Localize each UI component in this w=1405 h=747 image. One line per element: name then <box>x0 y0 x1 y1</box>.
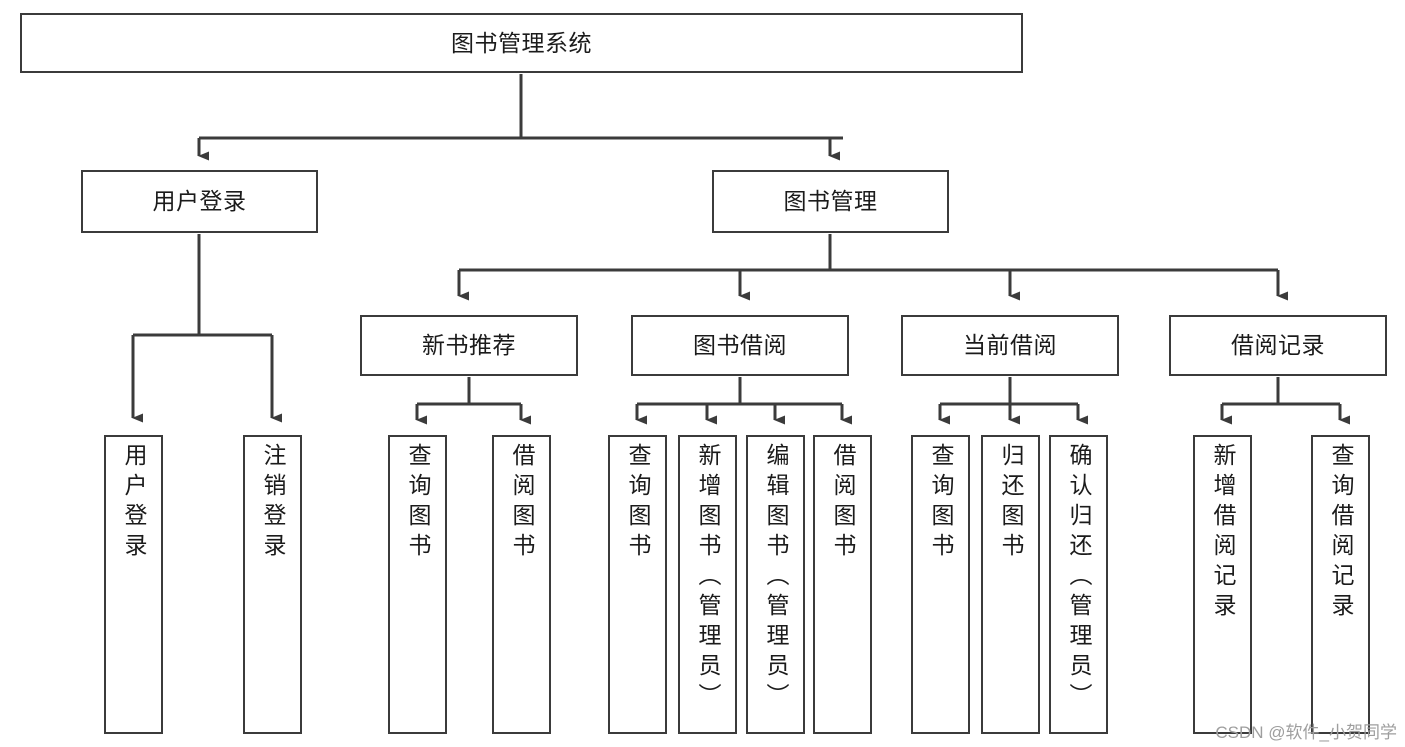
node-label: 新书推荐 <box>422 332 516 359</box>
leaf-new-book-query-book[interactable]: 查询图书 <box>388 435 447 734</box>
leaf-book-borrow-add-book-admin[interactable]: 新增图书（管理员） <box>678 435 737 734</box>
node-label: 注销登录 <box>260 443 286 563</box>
leaf-current-borrow-return-book[interactable]: 归还图书 <box>981 435 1040 734</box>
leaf-book-borrow-borrow-book[interactable]: 借阅图书 <box>813 435 872 734</box>
leaf-user-login-login[interactable]: 用户登录 <box>104 435 163 734</box>
node-label: 查询图书 <box>405 443 431 563</box>
leaf-book-borrow-query-book[interactable]: 查询图书 <box>608 435 667 734</box>
node-label: 确认归还（管理员） <box>1066 443 1092 713</box>
node-label: 新增借阅记录 <box>1210 443 1236 623</box>
node-label: 用户登录 <box>121 443 147 563</box>
node-label: 借阅记录 <box>1231 332 1325 359</box>
node-label: 用户登录 <box>152 188 247 215</box>
csdn-watermark: CSDN @软件_小贺同学 <box>1215 723 1397 742</box>
node-book-management[interactable]: 图书管理 <box>712 170 949 233</box>
leaf-borrow-record-add-record[interactable]: 新增借阅记录 <box>1193 435 1252 734</box>
node-label: 编辑图书（管理员） <box>763 443 789 713</box>
leaf-borrow-record-query-record[interactable]: 查询借阅记录 <box>1311 435 1370 734</box>
node-new-book-recommend[interactable]: 新书推荐 <box>360 315 578 376</box>
node-book-borrow[interactable]: 图书借阅 <box>631 315 849 376</box>
node-label: 查询图书 <box>928 443 954 563</box>
leaf-new-book-borrow-book[interactable]: 借阅图书 <box>492 435 551 734</box>
leaf-current-borrow-confirm-return-admin[interactable]: 确认归还（管理员） <box>1049 435 1108 734</box>
node-label: 借阅图书 <box>509 443 535 563</box>
node-root-book-management-system[interactable]: 图书管理系统 <box>20 13 1023 73</box>
node-label: 查询图书 <box>625 443 651 563</box>
node-label: 图书管理系统 <box>451 29 592 56</box>
node-borrow-record[interactable]: 借阅记录 <box>1169 315 1387 376</box>
node-label: 借阅图书 <box>830 443 856 563</box>
node-current-borrow[interactable]: 当前借阅 <box>901 315 1119 376</box>
node-label: 归还图书 <box>998 443 1024 563</box>
node-label: 新增图书（管理员） <box>695 443 721 713</box>
leaf-book-borrow-edit-book-admin[interactable]: 编辑图书（管理员） <box>746 435 805 734</box>
node-label: 查询借阅记录 <box>1328 443 1354 623</box>
node-label: 当前借阅 <box>963 332 1057 359</box>
node-label: 图书借阅 <box>693 332 787 359</box>
leaf-current-borrow-query-book[interactable]: 查询图书 <box>911 435 970 734</box>
node-label: 图书管理 <box>783 188 878 215</box>
node-user-login[interactable]: 用户登录 <box>81 170 318 233</box>
leaf-user-login-logout[interactable]: 注销登录 <box>243 435 302 734</box>
